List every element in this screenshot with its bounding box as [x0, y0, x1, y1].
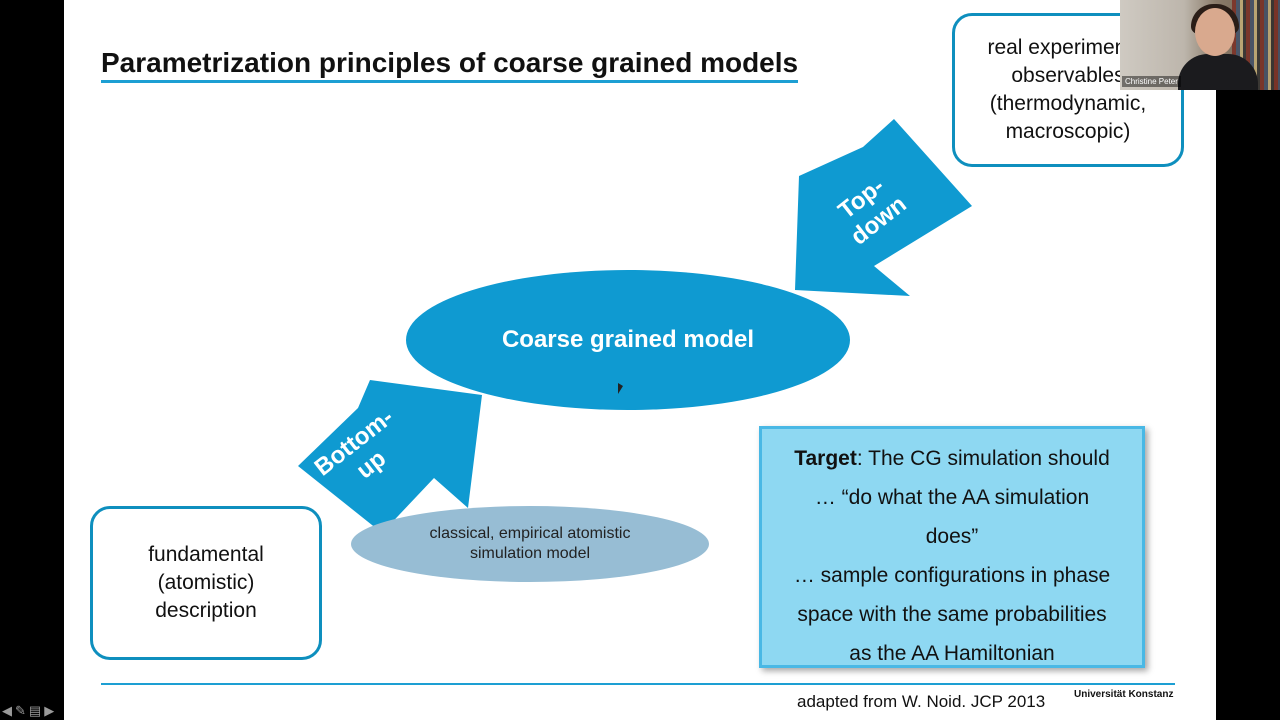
target-label: Target: [794, 447, 857, 470]
top-down-arrow: [795, 119, 972, 296]
arrows-layer: [298, 119, 972, 533]
citation-text: adapted from W. Noid. JCP 2013: [797, 692, 1046, 711]
target-box: Target: The CG simulation should … “do w…: [759, 426, 1145, 668]
bottom-up-arrow: [298, 380, 482, 533]
participant-video-thumbnail[interactable]: Christine Peter: [1120, 0, 1280, 90]
slide-nav-controls: ◀ ✎ ▤ ▶: [2, 703, 54, 719]
university-logo-text: Universität Konstanz: [1074, 689, 1174, 700]
fundamental-description-box: fundamental (atomistic) description: [90, 506, 322, 660]
atomistic-model-ellipse: classical, empirical atomistic simulatio…: [351, 506, 709, 582]
footer-divider: [101, 683, 1175, 685]
arrow-right-icon[interactable]: ▶: [44, 703, 55, 718]
presentation-slide: Parametrization principles of coarse gra…: [64, 0, 1216, 720]
coarse-grained-model-ellipse: Coarse grained model: [406, 270, 850, 410]
participant-face: [1195, 8, 1235, 56]
participant-name: Christine Peter: [1122, 76, 1181, 87]
slide-title: Parametrization principles of coarse gra…: [101, 46, 799, 83]
mouse-cursor-icon: [618, 383, 623, 394]
pen-icon[interactable]: ✎: [15, 703, 26, 718]
arrow-left-icon[interactable]: ◀: [2, 703, 12, 718]
menu-icon[interactable]: ▤: [28, 703, 42, 718]
